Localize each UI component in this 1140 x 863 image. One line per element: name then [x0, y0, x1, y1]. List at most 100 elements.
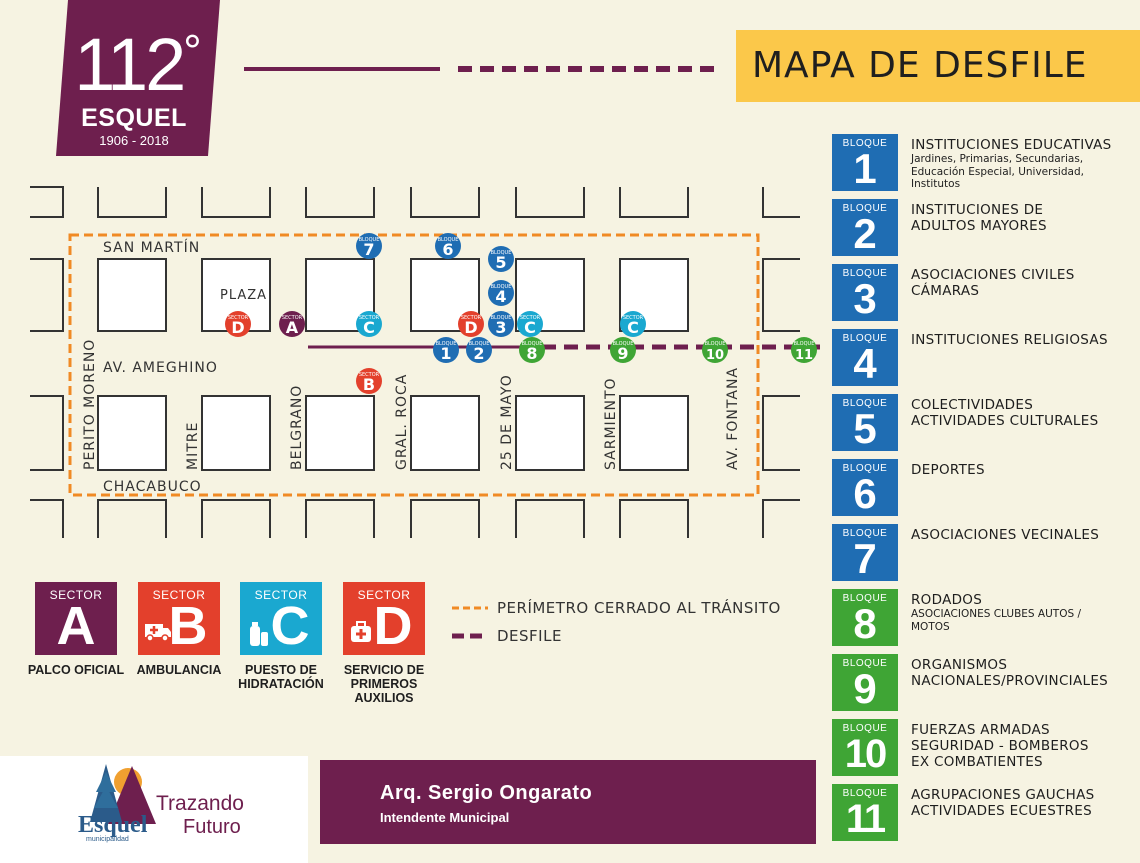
marker-circle — [356, 368, 382, 394]
marker-value: 4 — [495, 287, 506, 306]
bloque-title: INSTITUCIONES DE ADULTOS MAYORES — [911, 202, 1047, 234]
marker-label: SECTOR — [623, 315, 644, 321]
bloque-badge-label: BLOQUE — [842, 398, 888, 409]
parade-legend-label: DESFILE — [497, 627, 562, 645]
sector-badge-letter: A — [56, 596, 96, 656]
bloque-description-5: COLECTIVIDADES ACTIVIDADES CULTURALES — [911, 397, 1111, 429]
sector-badge-letter: D — [373, 596, 413, 656]
bloque-title: INSTITUCIONES RELIGIOSAS — [911, 332, 1108, 348]
street-perito-moreno: PERITO MORENO — [82, 339, 98, 470]
logo-number: 112° — [74, 23, 202, 106]
marker-label: BLOQUE — [359, 237, 380, 243]
sector-badge-label: SECTOR — [357, 588, 411, 602]
marker-label: BLOQUE — [794, 341, 815, 347]
marker-value: 11 — [795, 348, 813, 363]
street-chacabuco: CHACABUCO — [103, 479, 202, 495]
brand-municipalidad: municipalidad — [86, 836, 129, 843]
sector-badge-label: SECTOR — [152, 588, 206, 602]
marker-circle — [356, 233, 382, 259]
marker-value: 1 — [440, 344, 451, 363]
marker-value: B — [363, 375, 375, 394]
sector-caption-d: SERVICIO DE PRIMEROS AUXILIOS — [343, 663, 425, 705]
marker-label: SECTOR — [282, 315, 303, 321]
water-bottle-icon — [246, 620, 270, 653]
marker-label: BLOQUE — [491, 250, 512, 256]
brand-esquel: Esquel — [78, 812, 148, 838]
marker-value: 6 — [442, 240, 453, 259]
bloque-badge-number: 7 — [853, 535, 877, 582]
marker-circle — [610, 337, 636, 363]
bloque-title: DEPORTES — [911, 462, 985, 478]
bloque-subtitle: Jardines, Primarias, Secundarias, Educac… — [911, 153, 1084, 190]
marker-value: D — [231, 318, 244, 337]
closed-perimeter — [68, 233, 760, 497]
marker-value: 2 — [473, 344, 484, 363]
marker-value: 8 — [526, 344, 537, 363]
marker-label: SECTOR — [359, 372, 380, 378]
street-mitre: MITRE — [185, 422, 201, 470]
marker-circle — [620, 311, 646, 337]
marker-circle — [435, 233, 461, 259]
city-blocks — [30, 186, 800, 538]
marker-label: BLOQUE — [522, 341, 543, 347]
bloque-description-6: DEPORTES — [911, 462, 1111, 478]
plaza-label: PLAZA — [220, 288, 267, 303]
sector-badge-label: SECTOR — [49, 588, 103, 602]
marker-label: SECTOR — [461, 315, 482, 321]
bloque-badge-label: BLOQUE — [842, 463, 888, 474]
marker-value: 9 — [617, 344, 628, 363]
marker-value: C — [627, 318, 639, 337]
marker-circle — [488, 311, 514, 337]
bloque-badge-number: 9 — [853, 665, 877, 712]
bloque-badge-number: 4 — [853, 340, 877, 387]
logo-years: 1906 - 2018 — [99, 133, 169, 148]
bloque-title: ORGANISMOS NACIONALES/PROVINCIALES — [911, 657, 1109, 689]
footer-brand-area — [0, 756, 308, 863]
mayor-banner: Arq. Sergio Ongarato Intendente Municipa… — [320, 760, 816, 844]
perimeter-legend-line — [452, 606, 488, 610]
bloque-badge-number: 2 — [853, 210, 877, 257]
sector-badge-label: SECTOR — [254, 588, 308, 602]
bloque-description-10: FUERZAS ARMADAS SEGURIDAD - BOMBEROS EX … — [911, 722, 1111, 770]
parade-map: SAN MARTÍN AV. AMEGHINO CHACABUCO PLAZA … — [30, 186, 820, 538]
marker-circle — [702, 337, 728, 363]
street-san-martin: SAN MARTÍN — [103, 239, 200, 256]
bloque-badge-label: BLOQUE — [842, 138, 888, 149]
bloque-title: FUERZAS ARMADAS SEGURIDAD - BOMBEROS EX … — [911, 722, 1089, 770]
anniversary-logo: 112° ESQUEL 1906 - 2018 — [56, 0, 220, 156]
street-belgrano: BELGRANO — [289, 385, 305, 470]
bloque-badge-label: BLOQUE — [842, 528, 888, 539]
first-aid-kit-icon — [349, 620, 373, 649]
bloque-badge-number: 5 — [853, 405, 877, 452]
bloque-badge-label: BLOQUE — [842, 658, 888, 669]
municipal-logo — [90, 764, 156, 824]
bloque-title: RODADOS — [911, 592, 983, 608]
marker-label: BLOQUE — [438, 237, 459, 243]
marker-circle — [791, 337, 817, 363]
bloque-badge-number: 8 — [853, 600, 877, 647]
bloque-description-11: AGRUPACIONES GAUCHAS ACTIVIDADES ECUESTR… — [911, 787, 1111, 819]
marker-label: BLOQUE — [491, 315, 512, 321]
marker-circle — [519, 337, 545, 363]
marker-label: SECTOR — [228, 315, 249, 321]
marker-circle — [488, 246, 514, 272]
bloque-subtitle: ASOCIACIONES CLUBES AUTOS / MOTOS — [911, 608, 1081, 633]
